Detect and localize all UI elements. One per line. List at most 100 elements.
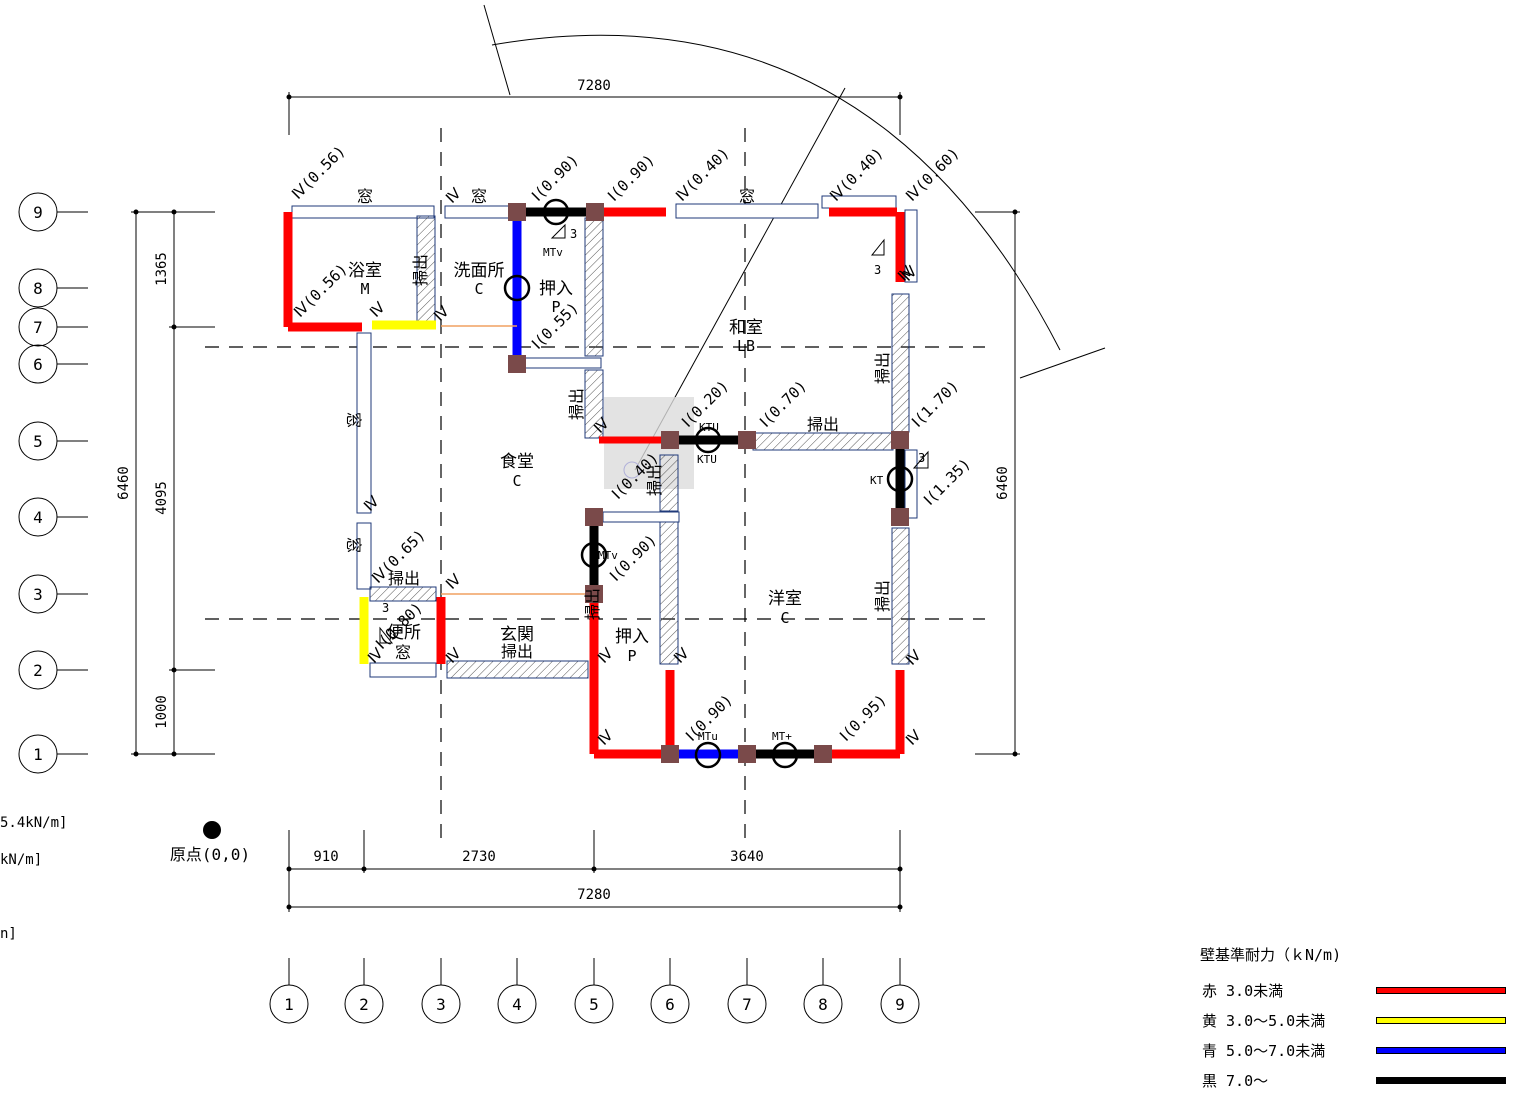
grid-x-label-4: 4	[512, 995, 522, 1014]
stair-label-3: 3	[918, 451, 925, 465]
legend-swatch-yellow	[1376, 1017, 1506, 1024]
room-name-entrance: 玄関	[500, 625, 534, 645]
hardware-label-1: MTv	[543, 246, 563, 259]
opening-label-5: 窓	[344, 537, 363, 553]
legend: 壁基準耐力（ｋN/m) 赤 3.0未満 黄 3.0～5.0未満 青 5.0～7.…	[1200, 944, 1510, 1098]
wall-label-8: Ⅳ(0.56)	[290, 260, 351, 321]
stair-label-4: 3	[382, 601, 389, 615]
dim-bottom-total: 7280	[577, 887, 611, 903]
dim-left-seg-1: 1365	[154, 252, 170, 286]
grid-x-label-1: 1	[284, 995, 294, 1014]
legend-item-yellow: 黄 3.0～5.0未満	[1200, 1008, 1510, 1038]
room-name-dining: 食堂	[500, 452, 534, 472]
legend-label-yellow: 黄 3.0～5.0未満	[1202, 1012, 1326, 1030]
room-code-closet-2: P	[627, 647, 636, 665]
legend-swatch-red	[1376, 987, 1506, 994]
hardware-label-6: MTu	[698, 730, 718, 743]
dim-bottom-seg-1: 910	[313, 849, 338, 865]
legend-label-red: 赤 3.0未満	[1202, 982, 1284, 1000]
dimension-lines	[131, 92, 1020, 912]
left-note-2: kN/m]	[0, 852, 43, 868]
wall-label-1: Ⅳ(0.56)	[288, 142, 349, 203]
room-code-dining: C	[512, 472, 521, 490]
hardware-label-3: KTU	[697, 453, 717, 466]
room-code-japanese: LB	[737, 337, 755, 355]
room-name-wash: 洗面所	[454, 261, 505, 281]
left-note-3: n]	[0, 926, 17, 942]
grid-y-label-4: 4	[33, 508, 43, 527]
legend-item-black: 黒 7.0～	[1200, 1068, 1510, 1098]
wall-label-28: Ⅳ	[442, 570, 465, 593]
room-code-closet-1: P	[551, 298, 560, 316]
room-name-japanese: 和室	[729, 318, 763, 338]
grid-y-label-7: 7	[33, 318, 43, 337]
room-name-closet-2: 押入	[615, 627, 649, 647]
legend-label-blue: 青 5.0～7.0未満	[1202, 1042, 1326, 1060]
room-name-bath: 浴室	[348, 261, 382, 281]
dim-left-total: 6460	[116, 466, 132, 500]
opening-label-11: 掃出	[873, 580, 892, 612]
grid-y-label-3: 3	[33, 585, 43, 604]
grid-x-label-2: 2	[359, 995, 369, 1014]
room-code-western: C	[780, 609, 789, 627]
legend-item-red: 赤 3.0未満	[1200, 978, 1510, 1008]
grid-y-label-2: 2	[33, 661, 43, 680]
opening-label-12: 掃出	[645, 464, 664, 496]
wall-label-7: Ⅳ(0.60)	[902, 144, 963, 205]
brace-triangles	[379, 223, 929, 644]
room-code-wash: C	[474, 280, 483, 298]
wall-label-2: Ⅳ	[442, 184, 465, 207]
opening-label-4: 窓	[344, 412, 363, 428]
grid-y-label-8: 8	[33, 279, 43, 298]
room-name-closet-1: 押入	[539, 279, 573, 299]
wall-label-9: Ⅳ	[366, 298, 389, 321]
wall-label-13: Ⅰ(1.70)	[908, 377, 962, 431]
room-name-western: 洋室	[768, 589, 802, 609]
opening-label-8: 掃出	[567, 388, 586, 420]
opening-label-7: 掃出	[411, 254, 430, 286]
grid-y-label-9: 9	[33, 203, 43, 222]
legend-item-blue: 青 5.0～7.0未満	[1200, 1038, 1510, 1068]
opening-label-14: 掃出	[501, 642, 533, 661]
openings	[291, 195, 918, 679]
opening-label-15: 掃出	[583, 588, 602, 620]
origin-label: 原点(0,0)	[170, 845, 250, 864]
opening-label-3: 窓	[739, 187, 755, 206]
stair-label-1: 3	[570, 227, 577, 241]
hardware-label-7: MT+	[772, 730, 792, 743]
wall-label-5: Ⅳ(0.40)	[672, 144, 733, 205]
wall-label-20: Ⅰ(0.95)	[836, 691, 890, 745]
dim-bottom-seg-3: 3640	[730, 849, 764, 865]
room-name-toilet: 便所	[387, 623, 421, 643]
grid-y-label-1: 1	[33, 745, 43, 764]
hardware-marks	[503, 198, 914, 769]
orange-lines	[441, 325, 594, 595]
wall-label-23: Ⅳ	[902, 726, 925, 749]
wall-label-12: Ⅰ(0.70)	[756, 377, 810, 431]
hardware-label-2: KTU	[699, 421, 719, 434]
opening-label-9: 掃出	[807, 415, 839, 434]
opening-label-1: 窓	[357, 187, 373, 206]
hardware-label-4: KT	[870, 474, 884, 487]
grid-x-label-7: 7	[742, 995, 752, 1014]
grid-x-label-8: 8	[818, 995, 828, 1014]
legend-label-black: 黒 7.0～	[1202, 1072, 1269, 1090]
origin-point	[203, 821, 221, 839]
grid-x-label-3: 3	[436, 995, 446, 1014]
grid-x-label-9: 9	[895, 995, 905, 1014]
opening-label-13: 掃出	[388, 569, 420, 588]
opening-label-10: 掃出	[873, 352, 892, 384]
dim-left-seg-3: 1000	[154, 695, 170, 729]
columns	[508, 203, 909, 763]
legend-title: 壁基準耐力（ｋN/m)	[1200, 946, 1342, 964]
grid-x-label-6: 6	[665, 995, 675, 1014]
hardware-label-5: MTv	[598, 549, 618, 562]
legend-swatch-black	[1376, 1077, 1506, 1084]
walls	[283, 207, 905, 759]
wall-label-4: Ⅰ(0.90)	[604, 151, 658, 205]
wall-label-3: Ⅰ(0.90)	[528, 151, 582, 205]
grid-y-label-6: 6	[33, 355, 43, 374]
opening-label-6: 窓	[395, 643, 411, 662]
dim-right-total: 6460	[995, 466, 1011, 500]
